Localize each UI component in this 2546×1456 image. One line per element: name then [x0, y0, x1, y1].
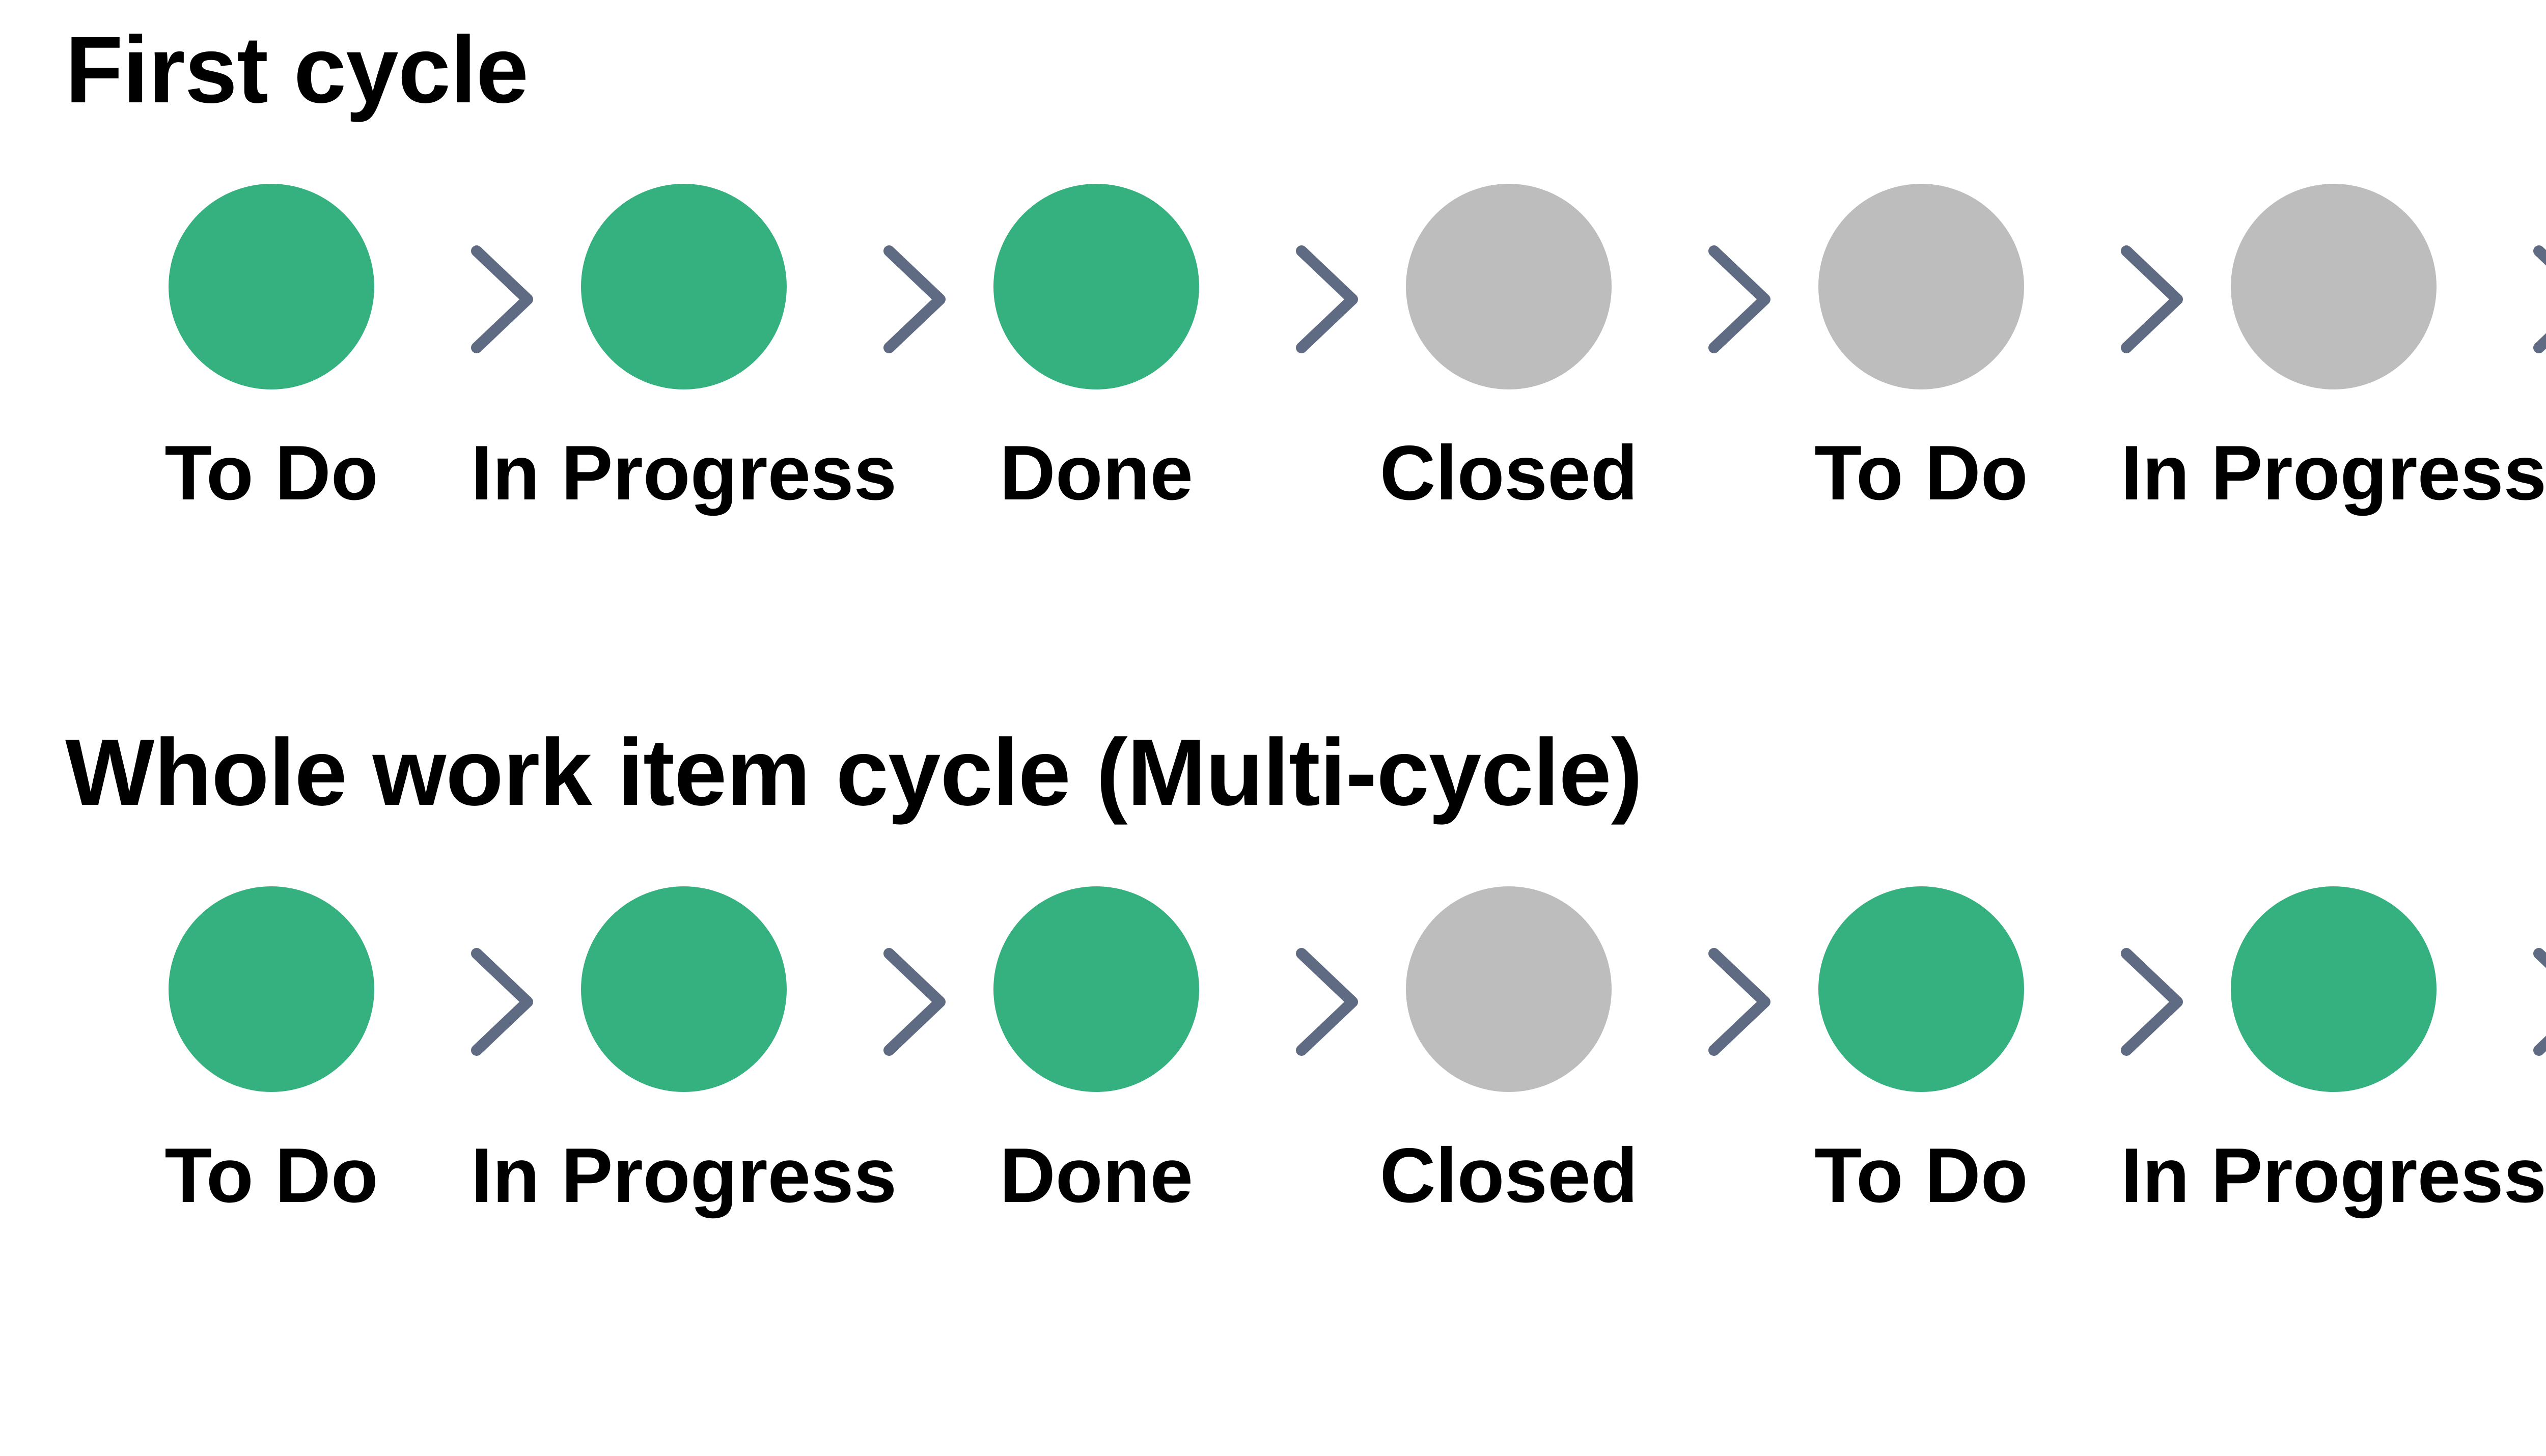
section-first-cycle: First cycle To Do In Progress Done C: [0, 17, 2546, 512]
flow-step[interactable]: In Progress: [471, 184, 897, 520]
status-label: Done: [1000, 1132, 1193, 1219]
status-label: Done: [1000, 430, 1193, 517]
flow-step[interactable]: To Do: [65, 184, 478, 520]
status-dot-closed: [1406, 184, 1612, 390]
status-label: In Progress: [471, 430, 897, 517]
status-label: Closed: [1379, 1132, 1638, 1219]
status-label: To Do: [1814, 1132, 2028, 1219]
status-flow-track: To Do In Progress Done Closed To Do: [65, 184, 2546, 520]
flow-step[interactable]: To Do: [1715, 184, 2127, 520]
flow-step[interactable]: Done: [2540, 886, 2546, 1222]
status-dot-to-do: [169, 184, 374, 390]
status-dot-to-do: [1818, 886, 2024, 1093]
status-dot-to-do: [169, 886, 374, 1093]
status-dot-done: [993, 184, 1199, 390]
section-title-first-cycle: First cycle: [65, 17, 529, 123]
flow-step[interactable]: To Do: [65, 886, 478, 1222]
status-dot-in-progress: [581, 886, 787, 1093]
status-label: In Progress: [471, 1132, 897, 1219]
status-dot-in-progress: [2231, 886, 2437, 1093]
flow-step[interactable]: Closed: [1303, 184, 1715, 520]
status-flow-multi-cycle: To Do In Progress Done Closed To Do: [0, 886, 2546, 1214]
status-dot-in-progress: [581, 184, 787, 390]
flow-step[interactable]: In Progress: [471, 886, 897, 1222]
status-label: To Do: [1814, 430, 2028, 517]
status-dot-closed: [1406, 886, 1612, 1093]
status-label: To Do: [164, 430, 378, 517]
flow-step[interactable]: Done: [890, 184, 1303, 520]
flow-step[interactable]: Closed: [1303, 886, 1715, 1222]
section-multi-cycle: Whole work item cycle (Multi-cycle) To D…: [0, 720, 2546, 1214]
status-label: In Progress: [2120, 1132, 2546, 1219]
flow-step[interactable]: Done: [890, 886, 1303, 1222]
status-dot-done: [993, 886, 1199, 1093]
status-flow-track: To Do In Progress Done Closed To Do: [65, 886, 2546, 1222]
flow-step[interactable]: In Progress: [2121, 886, 2546, 1222]
flow-step[interactable]: To Do: [1715, 886, 2127, 1222]
section-title-multi-cycle: Whole work item cycle (Multi-cycle): [65, 720, 1643, 825]
status-label: In Progress: [2120, 430, 2546, 517]
status-flow-first-cycle: To Do In Progress Done Closed To Do: [0, 184, 2546, 512]
status-label: To Do: [164, 1132, 378, 1219]
flow-step[interactable]: Done: [2540, 184, 2546, 520]
status-dot-in-progress: [2231, 184, 2437, 390]
status-label: Closed: [1379, 430, 1638, 517]
flow-step[interactable]: In Progress: [2121, 184, 2546, 520]
status-dot-to-do: [1818, 184, 2024, 390]
